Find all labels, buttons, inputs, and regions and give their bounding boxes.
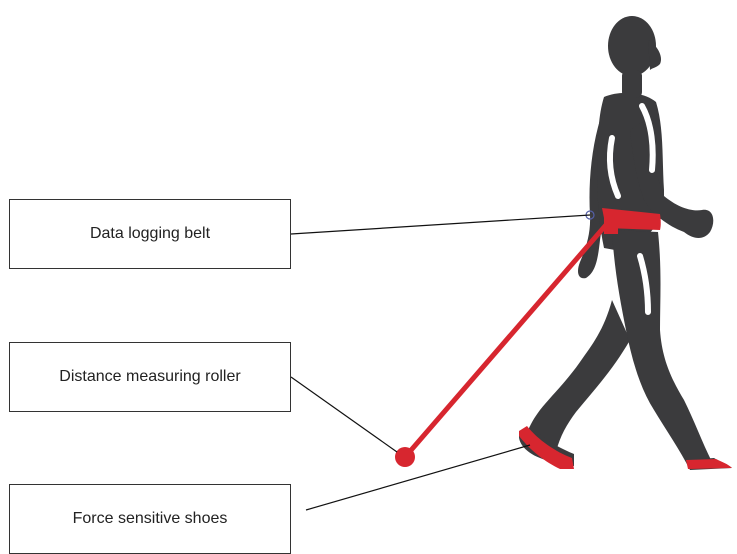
roller-label-text: Distance measuring roller — [59, 368, 240, 386]
shoes-leader-line — [306, 445, 530, 510]
shoes-label-text: Force sensitive shoes — [73, 510, 228, 528]
roller-wheel-icon — [395, 447, 415, 467]
distance-measuring-roller-label: Distance measuring roller — [9, 342, 291, 412]
force-sensitive-shoes-label: Force sensitive shoes — [9, 484, 291, 554]
walking-person-diagram — [0, 0, 737, 540]
roller-pole — [406, 218, 612, 456]
walking-person-icon — [519, 16, 732, 470]
belt-label-text: Data logging belt — [90, 225, 210, 243]
roller-leader-line — [291, 377, 397, 452]
leader-lines — [291, 215, 590, 510]
data-logging-belt-label: Data logging belt — [9, 199, 291, 269]
belt-leader-line — [291, 215, 590, 234]
